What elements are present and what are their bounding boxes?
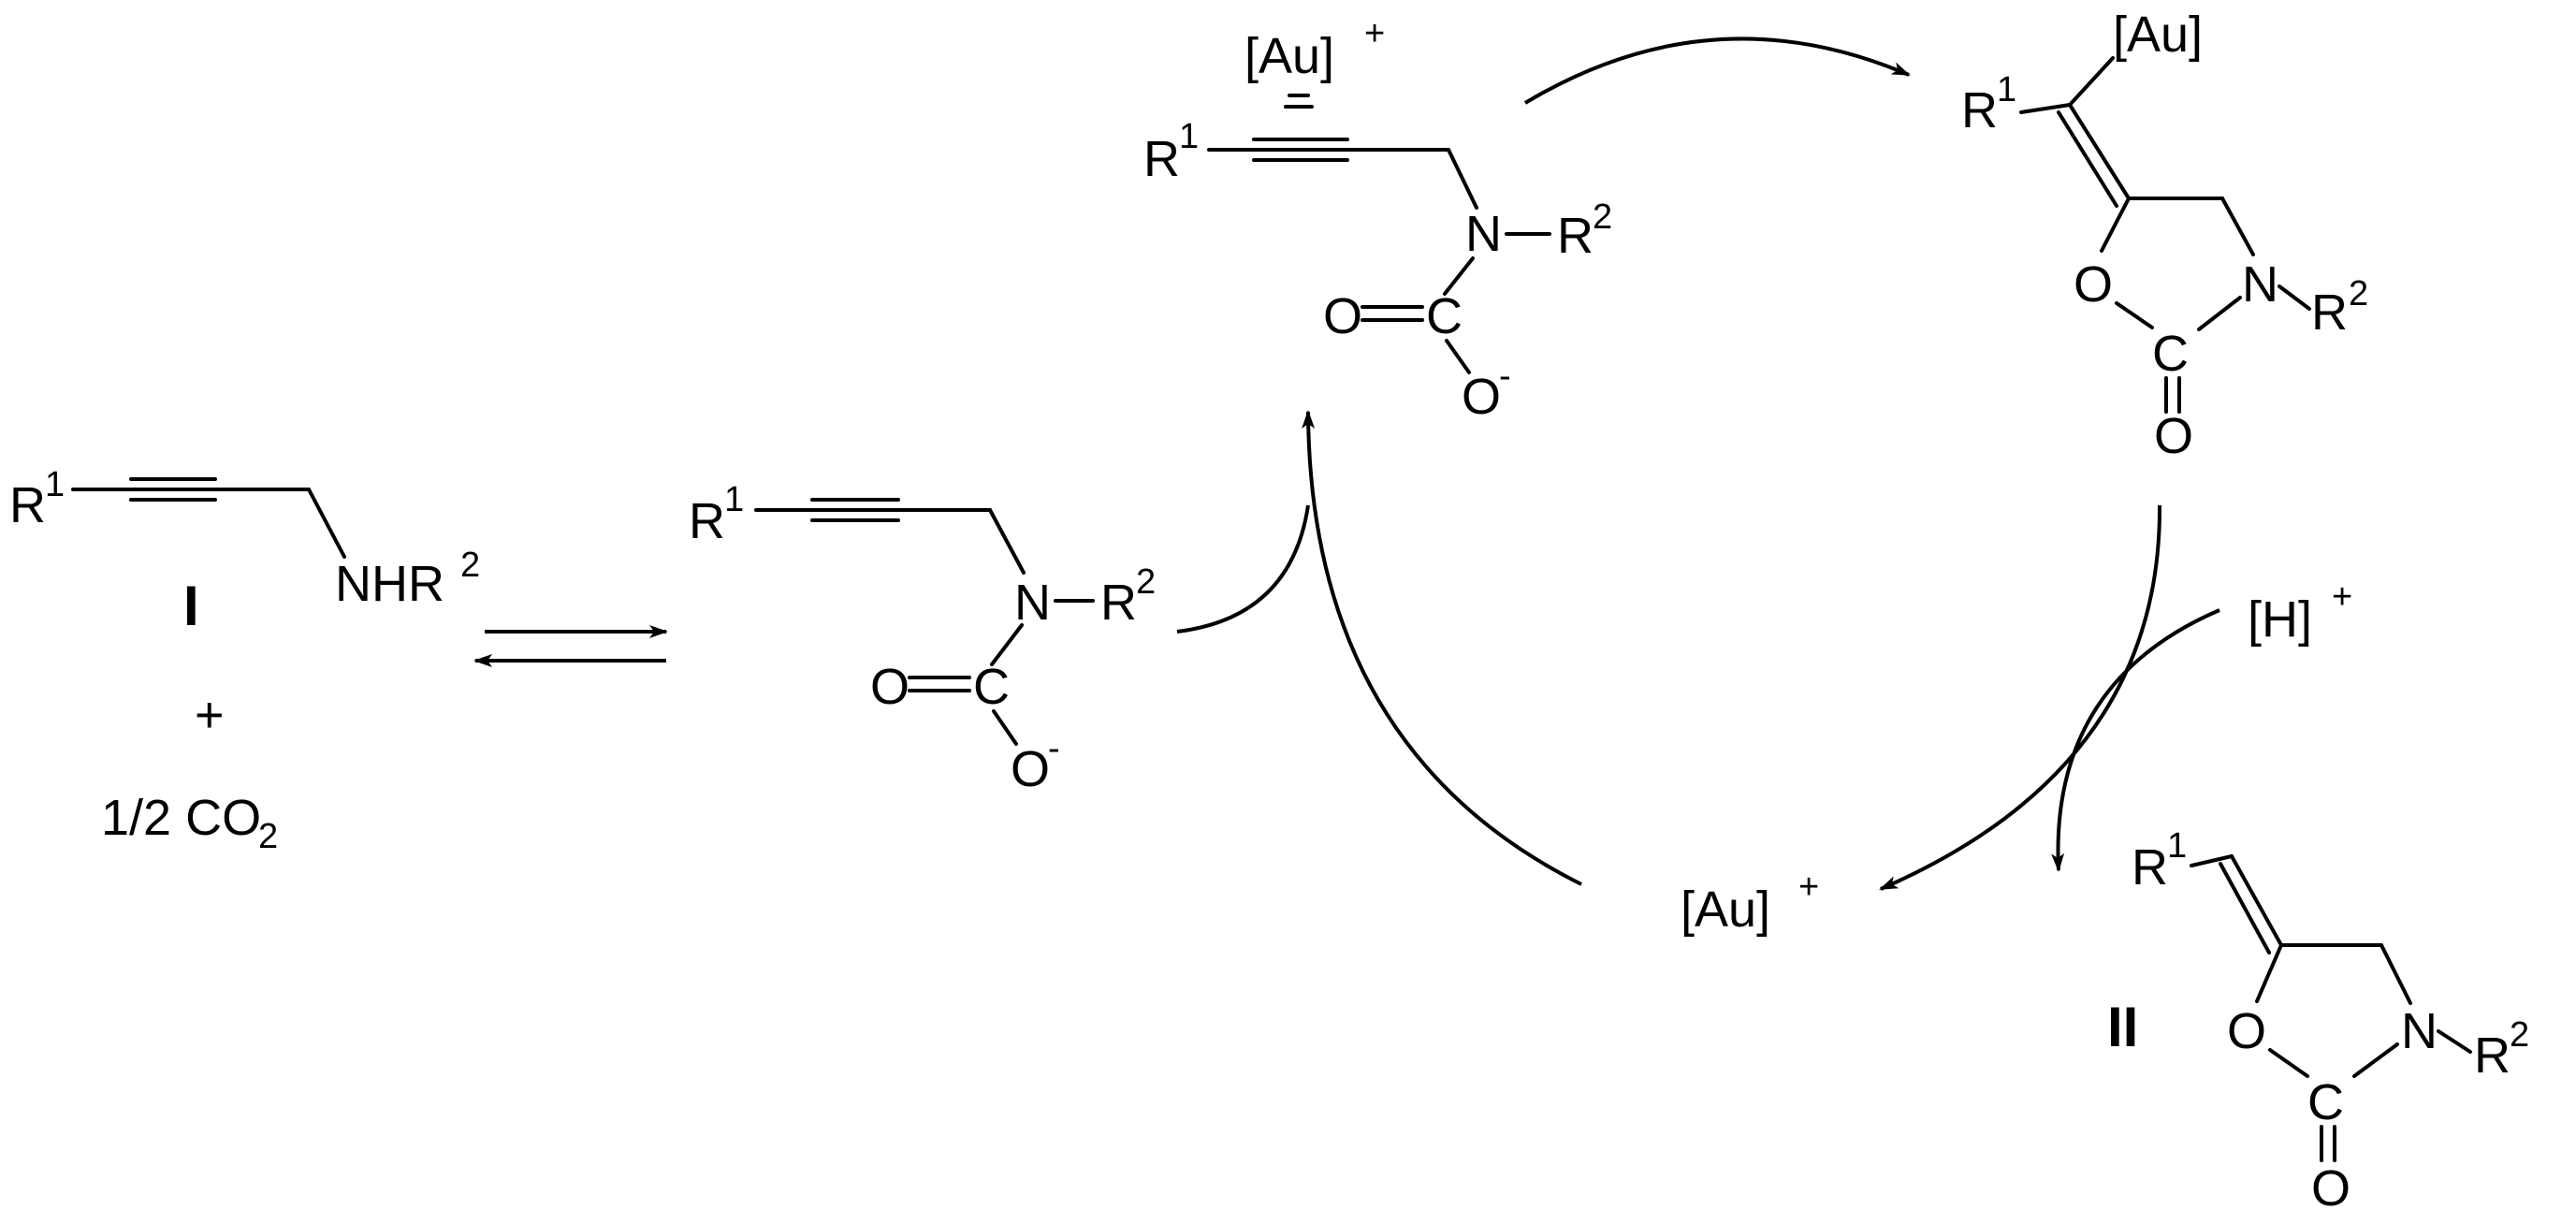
au-plus-superscript: + xyxy=(1798,867,1819,907)
n-atom: N xyxy=(1465,206,1502,262)
r2-superscript: 2 xyxy=(2510,1015,2529,1055)
protonation-arrow xyxy=(2051,608,2220,872)
c-atom: C xyxy=(2307,1074,2344,1130)
c-o-single-bond xyxy=(992,709,1018,746)
c-au-bond xyxy=(2068,56,2115,107)
r2-label: R xyxy=(1100,575,1137,631)
compound-I-propargylamine: R 1 NHR 2 I + 1/2 CO 2 xyxy=(9,465,480,856)
c-o-single-bond xyxy=(1445,339,1471,374)
r1-label: R xyxy=(1143,131,1180,187)
carbamate-entry-arrow xyxy=(1176,504,1310,634)
r1-superscript: 1 xyxy=(2167,826,2187,866)
exocyclic-double-bond-b xyxy=(2057,110,2118,208)
ring-n-c-bond xyxy=(2352,1042,2399,1078)
n-c-bond xyxy=(990,623,1024,666)
minus-superscript: - xyxy=(1048,729,1060,768)
proton-label: [H] + xyxy=(2248,577,2352,648)
c-n-bond xyxy=(307,488,346,559)
o-ring-atom: O xyxy=(2227,1003,2266,1059)
h-plus-superscript: + xyxy=(2332,577,2352,617)
o-minus-atom: O xyxy=(1462,369,1501,425)
compound-II-oxazolidinone: R 1 N R 2 O C O II xyxy=(2107,826,2529,1217)
o-atom: O xyxy=(870,659,910,715)
compound-I-label: I xyxy=(183,575,199,637)
triple-bond xyxy=(71,477,217,502)
r2-superscript: 2 xyxy=(2349,274,2368,313)
c-n-bond xyxy=(1447,148,1478,210)
exocyclic-double-bond-b xyxy=(2219,862,2271,954)
r2-superscript: 2 xyxy=(1593,197,1612,237)
compound-II-label: II xyxy=(2107,996,2138,1058)
r1-superscript: 1 xyxy=(1179,117,1199,156)
ring-c4-n-bond xyxy=(2380,943,2412,1005)
carbonyl-o-atom: O xyxy=(2311,1160,2350,1217)
o-atom: O xyxy=(1323,288,1362,344)
gold-alkyne-complex: [Au] + R 1 N R 2 C O O - xyxy=(1143,14,1612,425)
r1-superscript: 1 xyxy=(1997,70,2016,109)
r2-superscript: 2 xyxy=(460,546,480,585)
r1-label: R xyxy=(1961,82,1998,138)
r1-c-bond xyxy=(2190,854,2234,867)
exocyclic-double-bond-a xyxy=(2068,103,2131,200)
half-co2-label: 1/2 CO xyxy=(101,790,261,846)
au-label: [Au] xyxy=(2113,7,2203,63)
n-r2-bond xyxy=(2437,1029,2472,1054)
au-plus-label: [Au] xyxy=(1244,28,1334,84)
c-atom: C xyxy=(2152,326,2189,382)
n-atom: N xyxy=(2242,256,2278,313)
c-atom: C xyxy=(1426,288,1463,344)
co2-subscript: 2 xyxy=(258,817,278,856)
vinyl-gold-oxazolidinone: [Au] R 1 N R 2 O C O xyxy=(1961,7,2368,464)
c-atom: C xyxy=(973,659,1010,715)
o-ring-atom: O xyxy=(2074,256,2113,313)
r1-label: R xyxy=(9,477,46,533)
r1-superscript: 1 xyxy=(724,480,744,519)
r2-label: R xyxy=(2311,284,2348,341)
ring-c4-n-bond xyxy=(2220,197,2255,256)
cyclization-arrow xyxy=(1523,36,1911,105)
nhr2-label: NHR xyxy=(335,556,444,612)
r2-label: R xyxy=(1557,208,1594,264)
c-n-bond xyxy=(988,508,1026,575)
ring-c5-o-bond xyxy=(2255,943,2283,1003)
equilibrium-arrows xyxy=(473,625,668,667)
h-plus-label: [H] xyxy=(2248,591,2312,648)
r1-label: R xyxy=(689,493,725,549)
n-r2-bond xyxy=(2278,284,2311,311)
n-atom: N xyxy=(2401,1003,2438,1059)
au-plus-label: [Au] xyxy=(1681,882,1770,938)
n-atom: N xyxy=(1014,575,1051,631)
catalyst-return-arrow xyxy=(1302,410,1582,886)
o-minus-atom: O xyxy=(1011,741,1050,797)
ring-n-c-bond xyxy=(2197,296,2242,331)
ring-o-c-bond xyxy=(2115,301,2154,329)
r2-label: R xyxy=(2474,1027,2511,1084)
exocyclic-double-bond-a xyxy=(2230,854,2283,947)
n-c-bond xyxy=(1443,256,1475,296)
triple-bond xyxy=(1207,138,1349,162)
ring-o-c-bond xyxy=(2268,1048,2309,1078)
r1-label: R xyxy=(2132,839,2168,896)
catalytic-cycle-arrows xyxy=(1176,36,2220,891)
minus-superscript: - xyxy=(1499,357,1511,396)
catalyst-regeneration-arrow xyxy=(1879,504,2162,891)
r2-superscript: 2 xyxy=(1136,562,1156,602)
plus-sign: + xyxy=(195,687,225,743)
triple-bond xyxy=(754,498,900,522)
carbonyl-o-atom: O xyxy=(2154,408,2193,464)
catalyst-label: [Au] + xyxy=(1681,867,1819,938)
ring-c5-o-bond xyxy=(2100,197,2131,253)
au-plus-superscript: + xyxy=(1364,14,1385,53)
r1-c-bond xyxy=(2019,103,2072,114)
r1-superscript: 1 xyxy=(45,465,65,504)
carbamate-intermediate: R 1 N R 2 C O O - xyxy=(689,480,1156,797)
